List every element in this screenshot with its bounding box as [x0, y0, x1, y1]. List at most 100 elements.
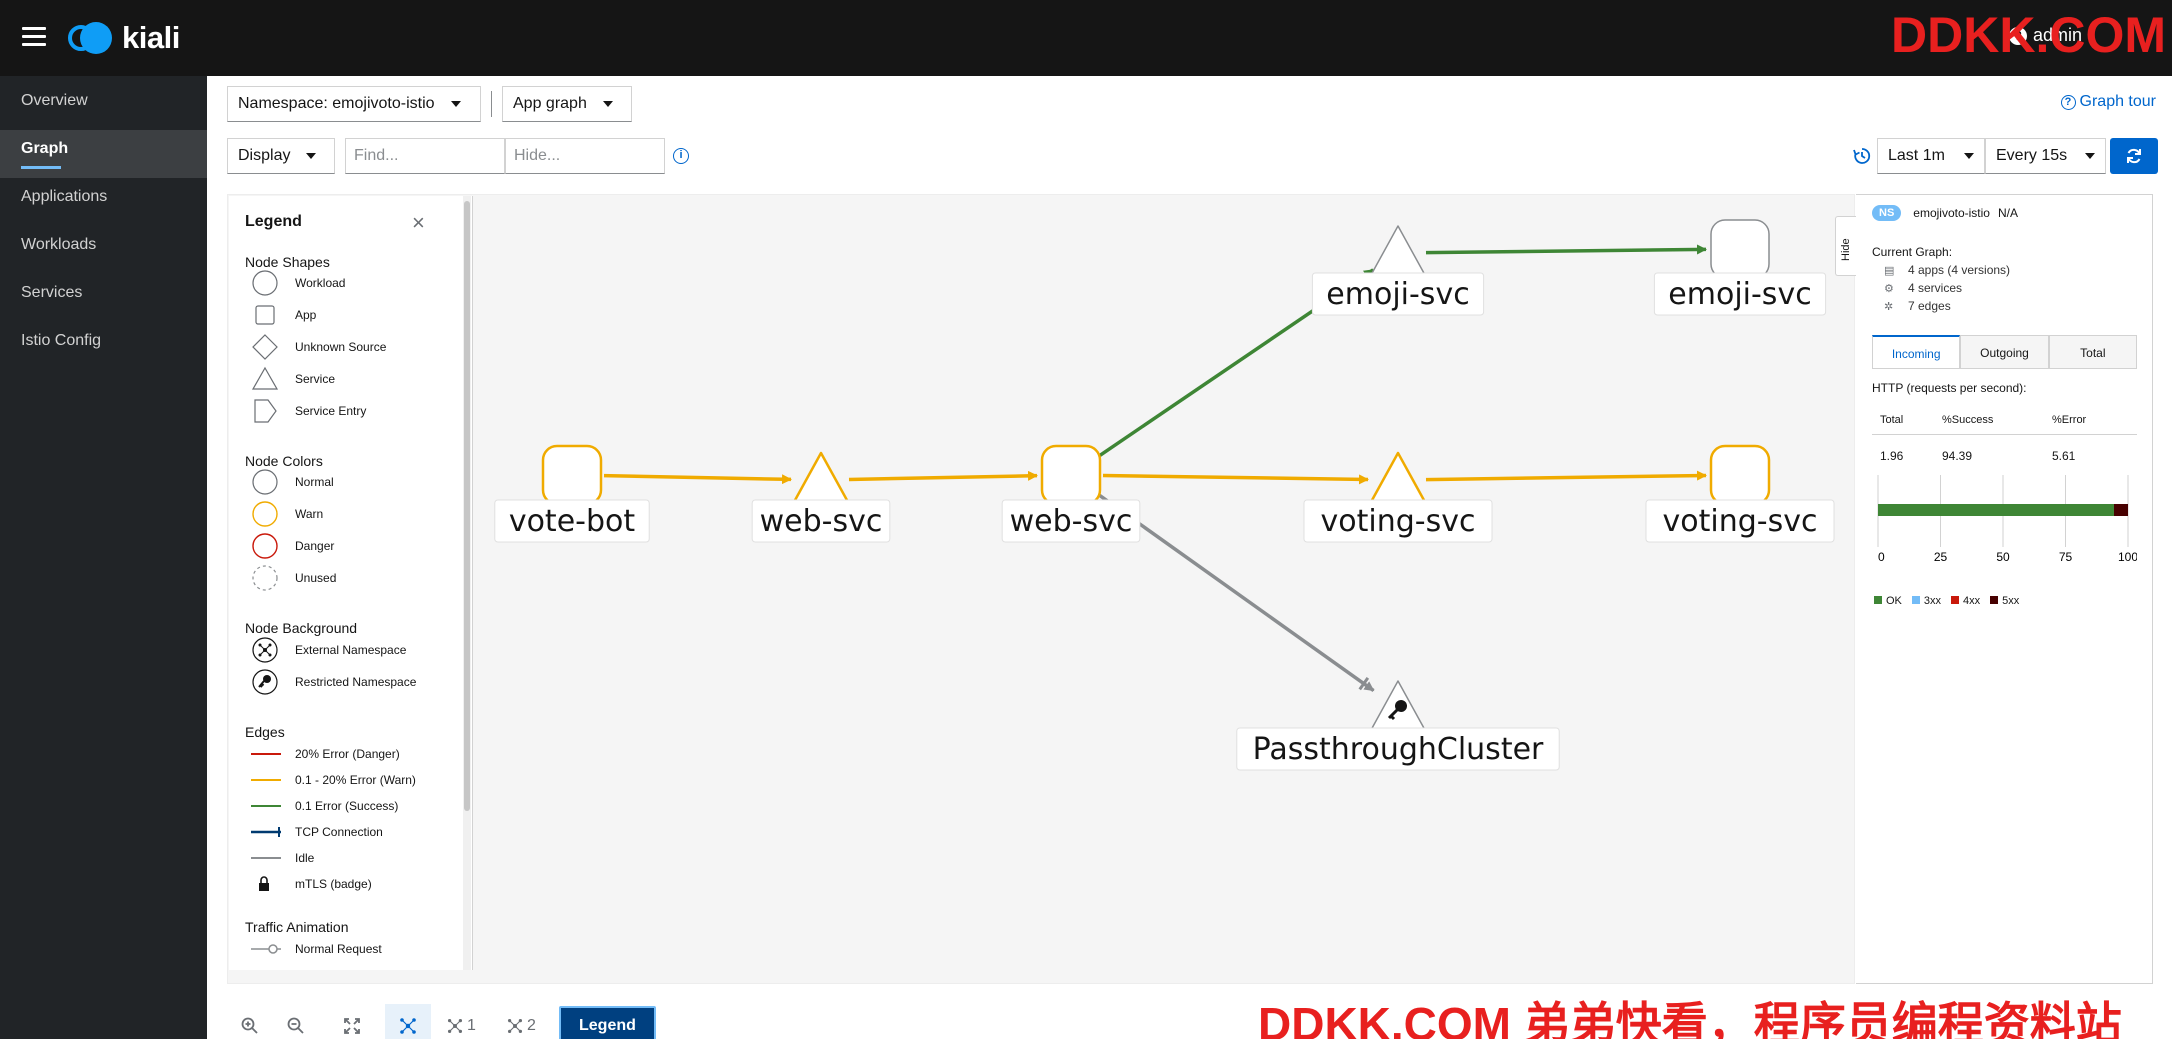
tick-label: 50	[1996, 550, 2010, 564]
graph-node-passthrough[interactable]: PassthroughCluster	[1236, 680, 1560, 771]
legend-label: External Namespace	[295, 643, 407, 657]
graph-node-web-svc-app[interactable]: web-svc	[1001, 444, 1141, 543]
legend-row: Idle	[249, 845, 314, 871]
bar-ok	[1878, 504, 2114, 516]
node-label-box	[1303, 499, 1493, 543]
summary-panel: NS emojivoto-istio N/A Current Graph: ▤4…	[1856, 194, 2153, 984]
unknown-source-diamond-icon	[249, 334, 281, 360]
graph-node-emoji-svc-app[interactable]: emoji-svc	[1653, 219, 1827, 316]
warn-circle-icon	[249, 501, 281, 527]
bar-chart-legend: OK 3xx 4xx 5xx	[1874, 595, 2019, 607]
tab-incoming[interactable]: Incoming	[1872, 335, 1961, 368]
nav-item-workloads[interactable]: Workloads	[21, 236, 97, 253]
close-icon[interactable]: ×	[412, 210, 425, 235]
nav-item-istio-config[interactable]: Istio Config	[21, 332, 102, 349]
graph-type-select[interactable]: App graph	[502, 86, 632, 122]
edges-count-label: 7 edges	[1908, 299, 1951, 313]
legend-label: Service	[295, 372, 336, 386]
normal-circle-icon	[249, 469, 281, 495]
duration-select[interactable]: Last 1m	[1877, 138, 1985, 174]
nav-item-overview[interactable]: Overview	[21, 92, 88, 109]
node-label-box	[1645, 499, 1835, 543]
question-circle-icon: ?	[2060, 94, 2076, 110]
main-content: Namespace: emojivoto-istio App graph ? G…	[207, 76, 2172, 1039]
legend-label: Service Entry	[295, 404, 367, 418]
hide-label: Hide	[1840, 238, 1852, 261]
edge-emoji-svc-service-to-emoji-svc-app[interactable]	[1425, 244, 1708, 255]
layout-1-button[interactable]: 1	[431, 1004, 491, 1039]
chevron-down-icon	[1964, 153, 1974, 159]
legend-label: Warn	[295, 507, 324, 521]
graph-node-voting-svc-service[interactable]: voting-svc	[1303, 451, 1493, 543]
display-select[interactable]: Display	[227, 138, 335, 174]
legend-row: Warn	[249, 501, 323, 527]
graph-canvas[interactable]: vote-bot web-svc web-svc emoji-svc emoji-svc…	[227, 194, 1855, 984]
layout-default-button[interactable]	[385, 1004, 431, 1039]
5xx-swatch	[1990, 596, 1999, 604]
kiali-logo[interactable]: kiali	[68, 20, 180, 56]
graph-node-vote-bot-app[interactable]: vote-bot	[494, 444, 650, 543]
legend-label: mTLS (badge)	[295, 877, 372, 891]
legend-row: App	[249, 302, 316, 328]
find-input[interactable]: Find...	[345, 138, 505, 174]
namespace-name[interactable]: emojivoto-istio	[1913, 206, 1990, 220]
topology-icon	[448, 1018, 463, 1034]
nav-item-graph[interactable]: Graph	[0, 130, 207, 178]
namespace-select[interactable]: Namespace: emojivoto-istio	[227, 86, 481, 122]
edge-web-svc-app-to-voting-svc-service[interactable]	[1102, 473, 1370, 485]
fit-to-screen-button[interactable]	[329, 1004, 375, 1039]
edge-voting-svc-service-to-voting-svc-app[interactable]	[1425, 470, 1708, 482]
graph-svg[interactable]: vote-bot web-svc web-svc emoji-svc emoji-svc…	[228, 195, 1855, 984]
info-icon[interactable]: i	[673, 148, 689, 164]
node-label-box	[751, 499, 891, 543]
edge-web-svc-app-to-passthrough[interactable]	[1096, 492, 1375, 693]
zoom-in-button[interactable]	[227, 1004, 273, 1039]
layout-2-button[interactable]: 2	[491, 1004, 551, 1039]
legend-label: Danger	[295, 539, 335, 553]
legend-row: 20% Error (Danger)	[249, 741, 400, 767]
refresh-button[interactable]	[2110, 138, 2158, 174]
legend-row: TCP Connection	[249, 819, 383, 845]
tab-total[interactable]: Total	[2048, 335, 2137, 368]
app-node-square	[1709, 444, 1771, 506]
danger-circle-icon	[249, 533, 281, 559]
legend-row: Normal Request	[249, 936, 382, 962]
hide-summary-tab[interactable]: Hide	[1835, 216, 1857, 276]
user-menu[interactable]: ? admin	[2008, 25, 2082, 46]
hamburger-menu-icon[interactable]	[22, 27, 46, 47]
logo-text: kiali	[122, 20, 180, 55]
zoom-out-button[interactable]	[273, 1004, 319, 1039]
topology-icon	[400, 1018, 416, 1034]
legend-row: Workload	[249, 270, 345, 296]
tab-outgoing[interactable]: Outgoing	[1960, 335, 2049, 368]
help-icon[interactable]: ?	[2008, 26, 2027, 45]
topology-icon	[508, 1018, 523, 1034]
edge-vote-bot-app-to-web-svc-service[interactable]	[603, 473, 793, 485]
graph-node-voting-svc-app[interactable]: voting-svc	[1645, 444, 1835, 543]
refresh-interval-select[interactable]: Every 15s	[1985, 138, 2106, 174]
normal-request-icon	[249, 936, 281, 962]
legend-scrollbar[interactable]	[463, 196, 471, 970]
services-count-label: 4 services	[1908, 281, 1963, 295]
edge-web-svc-service-to-web-svc-app[interactable]	[848, 470, 1039, 482]
graph-node-emoji-svc-service[interactable]: emoji-svc	[1311, 225, 1485, 316]
3xx-swatch	[1911, 596, 1920, 604]
legend-section-node-shapes: Node Shapes	[245, 254, 330, 270]
5xx-label: 5xx	[2002, 595, 2020, 607]
legend-item-3xx: 3xx	[1911, 595, 1941, 607]
table-header: Total %Success %Error	[1872, 405, 2137, 435]
total-value: 1.96	[1880, 449, 1904, 463]
service-node-triangle	[1369, 451, 1427, 504]
node-label-box	[1653, 272, 1827, 316]
graph-tour-link[interactable]: ? Graph tour	[2060, 93, 2156, 111]
history-icon[interactable]	[1853, 147, 1871, 165]
graph-node-web-svc-service[interactable]: web-svc	[751, 451, 891, 543]
nav-item-applications[interactable]: Applications	[21, 188, 108, 205]
legend-row: Service	[249, 366, 335, 392]
legend-toggle-button[interactable]: Legend	[559, 1006, 656, 1039]
hide-input[interactable]: Hide...	[505, 138, 665, 174]
nav-item-services[interactable]: Services	[21, 284, 83, 301]
unused-circle-icon	[249, 565, 281, 591]
error-value: 5.61	[2052, 449, 2076, 463]
